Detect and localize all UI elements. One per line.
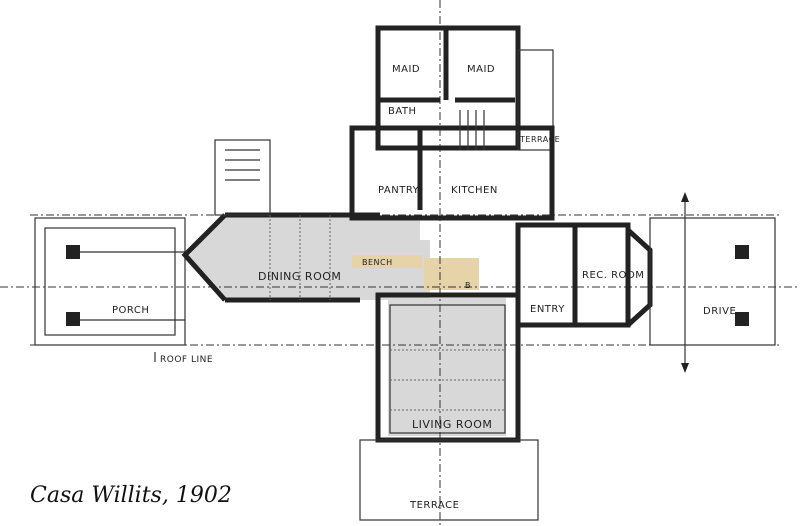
room-label-porch: PORCH (112, 305, 149, 316)
caption: Casa Willits, 1902 (30, 483, 232, 508)
room-label-bench: BENCH (362, 258, 393, 267)
bench-area (352, 255, 422, 268)
room-label-pantry: PANTRY (378, 185, 420, 196)
stair-outline (214, 139, 271, 216)
living-room-area (388, 298, 506, 436)
room-label-b: B (465, 281, 471, 290)
label-roof-line: ROOF LINE (160, 355, 213, 365)
drive-outline (649, 217, 776, 346)
room-label-entry: ENTRY (530, 304, 565, 315)
room-label-drive: DRIVE (703, 306, 736, 317)
room-label-terrace: TERRACE (409, 500, 459, 511)
pier (66, 312, 80, 326)
room-label-living-room: LIVING ROOM (412, 418, 492, 431)
room-label-maid: MAID (392, 64, 420, 75)
room-label-terrace: TERRACE (519, 135, 560, 144)
porch-outline (34, 217, 186, 346)
pier (66, 245, 80, 259)
inglenook-area (424, 258, 479, 290)
porch-inner (44, 227, 176, 336)
room-label-kitchen: KITCHEN (451, 185, 498, 196)
room-label-maid: MAID (467, 64, 495, 75)
room-label-dining-room: DINING ROOM (258, 270, 341, 283)
dining-room-area (185, 215, 430, 300)
terrace-upper-outline (517, 49, 554, 151)
terrace-lower-outline (359, 439, 539, 521)
room-label-rec-room: REC. ROOM (582, 270, 644, 281)
kitchen-wing (349, 125, 555, 221)
room-label-bath: BATH (388, 106, 417, 117)
